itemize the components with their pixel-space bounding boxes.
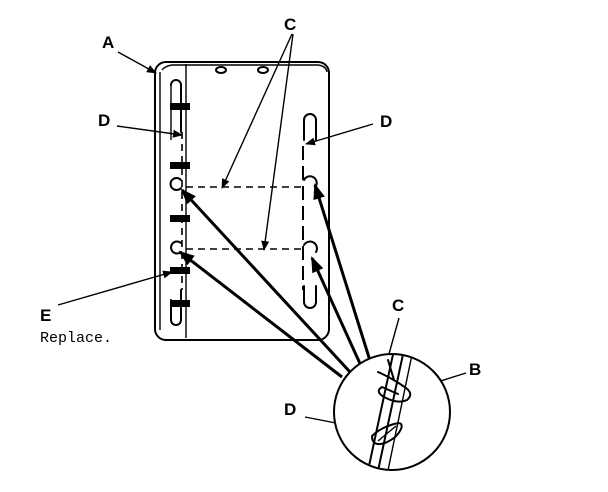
left-slots xyxy=(169,79,182,326)
label-c-top: C xyxy=(284,15,296,34)
label-a: A xyxy=(102,33,114,52)
detail-view xyxy=(333,353,451,471)
label-b: B xyxy=(469,360,481,379)
replace-note: Replace. xyxy=(40,330,112,347)
label-c-detail: C xyxy=(392,296,404,315)
label-e: E xyxy=(40,306,51,325)
label-d-right: D xyxy=(380,112,392,131)
mount-hole-left xyxy=(215,66,227,74)
panel xyxy=(154,61,330,341)
right-slots xyxy=(303,113,318,309)
mount-hole-right xyxy=(257,66,269,74)
detail-arrows xyxy=(178,183,374,379)
label-d-left: D xyxy=(98,111,110,130)
label-d-detail: D xyxy=(284,400,296,419)
tape-outlines xyxy=(181,132,304,290)
left-clips xyxy=(170,103,190,307)
